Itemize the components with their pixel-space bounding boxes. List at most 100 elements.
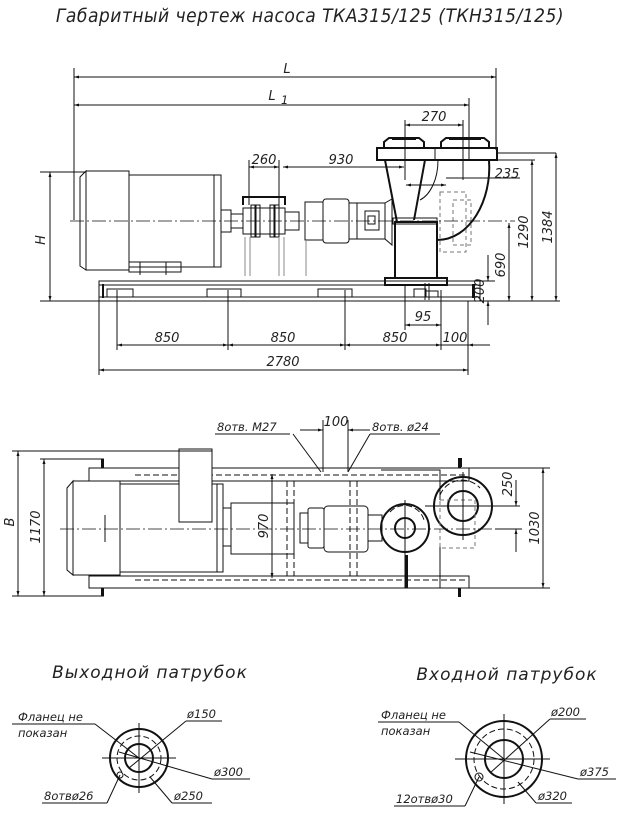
dim-850-1: 850 <box>155 331 180 346</box>
casing-outline <box>381 469 441 500</box>
bearing-taper <box>384 198 393 247</box>
motor-fan-cover-edge <box>66 479 74 577</box>
leader-line <box>128 720 187 769</box>
leader-line <box>464 776 480 807</box>
inlet-d375: ø375 <box>579 765 609 779</box>
anchor-pad <box>413 288 427 298</box>
outlet-note-line2: показан <box>18 726 68 740</box>
leader-line <box>94 723 140 759</box>
dim-235: 235 <box>495 167 520 182</box>
motor-foot <box>128 261 182 273</box>
leader-line <box>489 718 551 774</box>
hidden-suction <box>452 199 472 246</box>
leader-line <box>292 433 322 473</box>
frame-lug <box>459 458 462 467</box>
frame-lug <box>101 459 104 468</box>
flange-band <box>376 147 498 161</box>
anchor-pad <box>206 288 242 298</box>
outlet-bolt-hole <box>116 771 124 779</box>
anchor-pad <box>317 288 353 298</box>
outlet-d300: ø300 <box>213 765 243 779</box>
side-view: L L 1 270 260 <box>34 62 560 375</box>
casing-taper-right <box>413 159 426 221</box>
hidden-bolt-circle <box>439 479 481 496</box>
dim-850-3: 850 <box>383 331 408 346</box>
frame-end-plate <box>102 284 104 298</box>
frame-rail-bottom <box>88 575 470 589</box>
outlet-note-line1: Фланец не <box>18 710 83 724</box>
dim-L1: L <box>268 89 275 104</box>
hidden-suction <box>439 499 476 549</box>
dim-260: 260 <box>252 153 277 168</box>
leader-line <box>347 433 371 473</box>
dim-95: 95 <box>415 310 432 325</box>
inlet-nozzle-detail: Входной патрубок Фланец не показан ø200 … <box>378 665 616 807</box>
inlet-holes: 12отвø30 <box>396 792 453 806</box>
motor-flange <box>216 483 224 573</box>
terminal-box <box>178 448 213 523</box>
casing-taper-left <box>384 159 398 223</box>
bearing-window-inner <box>367 215 376 225</box>
frame-end-plate <box>472 284 475 298</box>
inlet-bolt-hole <box>474 772 484 782</box>
bearing-window <box>364 210 380 231</box>
anchor-pad <box>106 288 134 298</box>
coupling-guard <box>242 196 286 205</box>
plan-view: 8отв. М27 8отв. ø24 100 <box>3 415 550 597</box>
callout-holes-d24: 8отв. ø24 <box>372 420 429 434</box>
dim-L1-subscript: 1 <box>281 93 288 107</box>
dim-850-2: 850 <box>271 331 296 346</box>
hidden-bolt-circle <box>389 505 425 521</box>
leader-line <box>469 751 579 780</box>
drawing-title: Габаритный чертеж насоса ТКА315/125 (ТКН… <box>56 5 564 27</box>
inlet-note-line1: Фланец не <box>381 708 446 722</box>
dim-1030: 1030 <box>528 511 543 544</box>
casing-rib <box>405 555 408 588</box>
outlet-d150: ø150 <box>186 707 216 721</box>
dim-270: 270 <box>422 110 447 125</box>
dim-690: 690 <box>494 253 509 278</box>
outlet-title: Выходной патрубок <box>52 663 248 683</box>
dim-H: H <box>34 235 49 245</box>
motor-fan-cover <box>72 480 121 576</box>
outlet-holes: 8отвø26 <box>44 789 94 803</box>
motor-fan-cover <box>85 170 130 271</box>
casing-neck <box>367 514 383 542</box>
leader-line <box>458 721 505 760</box>
inlet-d200: ø200 <box>550 705 580 719</box>
inlet-d320: ø320 <box>537 789 567 803</box>
outlet-nozzle-detail: Выходной патрубок Фланец не показан ø150… <box>12 663 250 804</box>
dim-100-plan: 100 <box>324 415 349 430</box>
hidden-suction <box>439 191 467 253</box>
dim-B: B <box>3 517 18 526</box>
shaft-segment <box>299 512 309 544</box>
outlet-d250: ø250 <box>173 789 203 803</box>
volute-curve <box>436 159 491 241</box>
coupling-housing <box>230 502 295 555</box>
dim-1384: 1384 <box>541 210 556 243</box>
dim-100: 100 <box>443 331 468 346</box>
motor-shaft-hub <box>222 507 232 547</box>
dim-1170: 1170 <box>29 510 44 543</box>
motor-fan-cover-edge <box>79 169 87 271</box>
dim-2780: 2780 <box>266 355 299 370</box>
dim-1290: 1290 <box>517 215 532 248</box>
volute-inner <box>419 159 439 201</box>
bearing-flange <box>307 507 325 549</box>
leader-line <box>106 774 121 804</box>
frame-lug <box>101 588 104 596</box>
inlet-note-line2: показан <box>381 724 431 738</box>
pump-pedestal-top <box>392 217 438 225</box>
dim-930: 930 <box>329 153 354 168</box>
frame-rail-top <box>88 467 470 482</box>
leader-line <box>517 781 537 804</box>
leader-line <box>118 751 213 780</box>
leader-line <box>149 776 173 804</box>
anchor-pad <box>425 290 439 298</box>
dim-200: 200 <box>473 279 488 304</box>
dim-250: 250 <box>501 472 516 497</box>
dim-970: 970 <box>257 514 272 539</box>
pump-pedestal <box>394 221 438 279</box>
frame-lug <box>458 588 461 597</box>
